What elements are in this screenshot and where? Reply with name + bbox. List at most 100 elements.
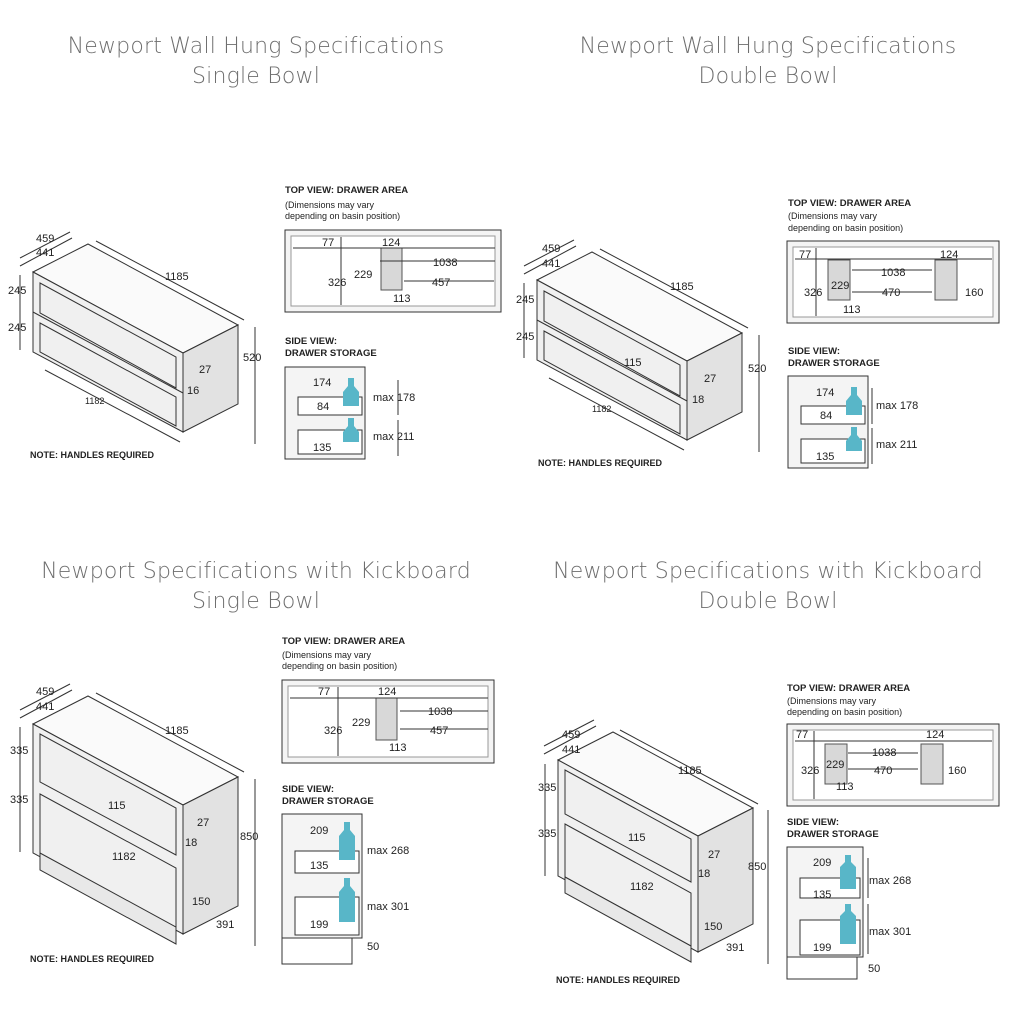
dim-124: 124 bbox=[382, 237, 400, 249]
dim-drawer-h2: 335 bbox=[10, 794, 28, 806]
top-view-note: (Dimensions may vary bbox=[285, 200, 375, 210]
panel-title: Newport Specifications with Kickboard Do… bbox=[512, 557, 1024, 617]
dim-max2: max 211 bbox=[876, 439, 917, 451]
basin-cutout bbox=[375, 697, 398, 741]
kick-box bbox=[786, 956, 858, 980]
dim-depth-inner: 441 bbox=[562, 744, 580, 756]
dim-depth-outer: 459 bbox=[36, 686, 54, 698]
spec-drawing: 459 441 1185 245 245 520 115 27 18 1182 … bbox=[516, 198, 1000, 469]
dim-depth-inner: 441 bbox=[36, 247, 54, 259]
dim-457: 457 bbox=[430, 725, 448, 737]
dim-160: 160 bbox=[965, 287, 983, 299]
dim-base: 16 bbox=[187, 385, 199, 397]
basin-cutout-right bbox=[934, 259, 958, 301]
dim-width-bottom: 1182 bbox=[630, 881, 654, 893]
dim-width-top: 1185 bbox=[165, 725, 189, 737]
dim-handle: 115 bbox=[628, 832, 646, 844]
panel-title: Newport Wall Hung Specifications Double … bbox=[512, 32, 1024, 92]
basin-cutout bbox=[380, 247, 403, 291]
title-line1: Newport Wall Hung Specifications bbox=[67, 34, 445, 59]
basin-cutout-left bbox=[827, 259, 851, 301]
spec-drawing: 459 441 1185 335 335 850 115 27 18 1182 … bbox=[10, 636, 495, 965]
dim-width-top: 1185 bbox=[678, 765, 702, 777]
dim-width-top: 1185 bbox=[670, 281, 694, 293]
dim-height: 850 bbox=[748, 861, 766, 873]
dim-drawer-h1: 245 bbox=[8, 285, 26, 297]
dim-drawer-h1: 335 bbox=[10, 745, 28, 757]
kickboard bbox=[564, 876, 692, 963]
dim-max1: max 268 bbox=[869, 875, 911, 887]
dim-470: 470 bbox=[882, 287, 900, 299]
dim-max2: max 211 bbox=[373, 431, 414, 443]
footnote: NOTE: HANDLES REQUIRED bbox=[556, 975, 681, 985]
dim-kick: 50 bbox=[367, 941, 379, 953]
side-view-label2: DRAWER STORAGE bbox=[285, 348, 377, 359]
title-line2: Double Bowl bbox=[698, 589, 838, 614]
side-view-label: SIDE VIEW: bbox=[788, 346, 840, 357]
dim-kick-h: 150 bbox=[704, 921, 722, 933]
kickboard bbox=[39, 852, 177, 945]
footnote: NOTE: HANDLES REQUIRED bbox=[30, 954, 155, 964]
dim-base: 18 bbox=[698, 868, 710, 880]
panel-kick-single: Newport Specifications with Kickboard Si… bbox=[0, 512, 512, 1024]
bottle-1 bbox=[339, 822, 355, 860]
dim-max2: max 301 bbox=[367, 901, 409, 913]
top-view-note2: depending on basin position) bbox=[787, 707, 902, 717]
dim-depth-outer: 459 bbox=[542, 243, 560, 255]
dim-shelf1: 135 bbox=[310, 860, 328, 872]
top-view-note2: depending on basin position) bbox=[788, 223, 903, 233]
bottle-2 bbox=[343, 418, 359, 442]
top-view-note: (Dimensions may vary bbox=[282, 650, 372, 660]
cabinet-side bbox=[182, 776, 239, 935]
title-line1: Newport Wall Hung Specifications bbox=[579, 34, 957, 59]
dim-base: 18 bbox=[185, 837, 197, 849]
side-view-label: SIDE VIEW: bbox=[282, 784, 334, 795]
bottle-2 bbox=[846, 427, 862, 451]
dim-drawer-h2: 245 bbox=[8, 322, 26, 334]
drawer-2 bbox=[39, 322, 177, 427]
dim-depth-inner: 441 bbox=[36, 701, 54, 713]
dim-shelf1: 84 bbox=[317, 401, 329, 413]
dim-kick-d: 391 bbox=[216, 919, 234, 931]
side-view-label: SIDE VIEW: bbox=[285, 336, 337, 347]
dim-113: 113 bbox=[836, 781, 854, 793]
drawer-1 bbox=[39, 282, 177, 389]
dim-width-bottom: 1182 bbox=[592, 404, 611, 414]
dim-77: 77 bbox=[318, 686, 330, 698]
dim-326: 326 bbox=[328, 277, 346, 289]
dim-1038: 1038 bbox=[433, 257, 457, 269]
dim-depth-inner: 441 bbox=[542, 258, 560, 270]
footnote: NOTE: HANDLES REQUIRED bbox=[538, 458, 663, 468]
dim-124: 124 bbox=[940, 249, 958, 261]
dim-drawer-h1: 245 bbox=[516, 294, 534, 306]
dim-gap: 27 bbox=[199, 364, 211, 376]
top-view-note: (Dimensions may vary bbox=[788, 211, 878, 221]
cabinet-side bbox=[697, 807, 754, 953]
dim-side-top: 209 bbox=[310, 825, 328, 837]
top-view-label: TOP VIEW: DRAWER AREA bbox=[787, 683, 910, 694]
dim-229: 229 bbox=[352, 717, 370, 729]
panel-title: Newport Wall Hung Specifications Single … bbox=[0, 32, 512, 92]
dim-124: 124 bbox=[926, 729, 944, 741]
dim-77: 77 bbox=[796, 729, 808, 741]
title-line2: Single Bowl bbox=[191, 589, 321, 614]
dim-handle: 115 bbox=[108, 800, 126, 812]
basin-cutout-left bbox=[824, 743, 848, 785]
dim-kick-h: 150 bbox=[192, 896, 210, 908]
dim-height: 520 bbox=[243, 352, 261, 364]
dim-height: 850 bbox=[240, 831, 258, 843]
dim-1038: 1038 bbox=[428, 706, 452, 718]
dim-229: 229 bbox=[831, 280, 849, 292]
dim-shelf2: 135 bbox=[313, 442, 331, 454]
dim-drawer-h2: 245 bbox=[516, 331, 534, 343]
dim-depth-outer: 459 bbox=[36, 233, 54, 245]
dim-width-bottom: 1182 bbox=[112, 851, 136, 863]
dim-kick: 50 bbox=[868, 963, 880, 975]
dim-max1: max 268 bbox=[367, 845, 409, 857]
dim-113: 113 bbox=[843, 304, 861, 316]
spec-drawing: 459 441 1185 245 245 520 27 16 1182 NOTE… bbox=[8, 185, 502, 460]
dim-gap: 27 bbox=[197, 817, 209, 829]
dim-326: 326 bbox=[801, 765, 819, 777]
dim-gap: 27 bbox=[704, 373, 716, 385]
footnote: NOTE: HANDLES REQUIRED bbox=[30, 450, 155, 460]
